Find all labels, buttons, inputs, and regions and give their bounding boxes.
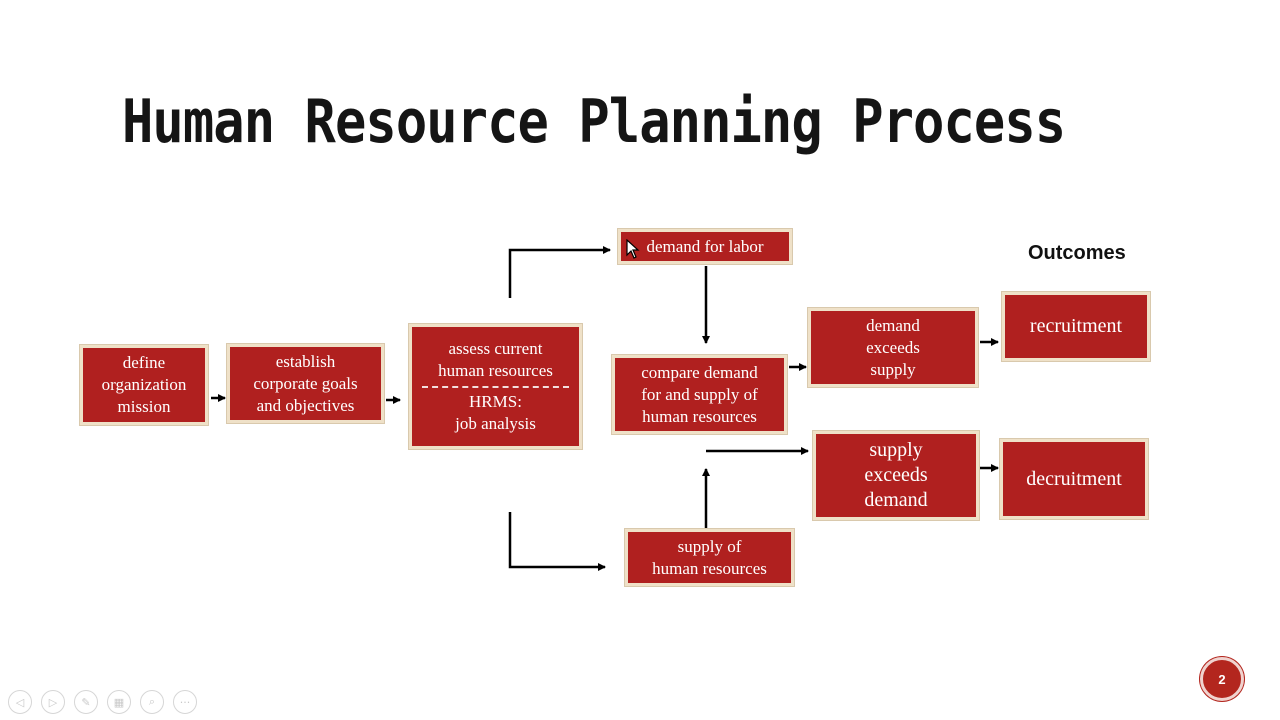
box-line: compare demand [641, 362, 758, 382]
box-line: job analysis [455, 414, 536, 433]
box-line: HRMS: [469, 392, 522, 411]
box-line: assess current [448, 339, 543, 358]
box-line: corporate goals [253, 373, 358, 393]
box-line: supply [869, 439, 923, 461]
outcomes-label: Outcomes [1028, 242, 1126, 264]
box-supply-exceeds-demand: supply exceeds demand [813, 431, 979, 520]
slides-icon[interactable]: ▦ [107, 690, 131, 714]
page-number-badge: 2 [1200, 657, 1244, 701]
box-line: supply [870, 359, 916, 379]
box-recruitment: recruitment [1002, 292, 1150, 361]
arrow-to-demand [508, 246, 611, 298]
mouse-cursor-icon [626, 239, 640, 259]
box-line: and objectives [256, 395, 355, 415]
slide-title: Human Resource Planning Process [122, 88, 1066, 157]
box-compare-demand-supply: compare demand for and supply of human r… [612, 355, 787, 434]
box-line: decruitment [1026, 467, 1122, 490]
box-demand-for-labor: demand for labor [618, 229, 792, 264]
zoom-icon[interactable]: ⌕ [140, 690, 164, 714]
box-line: mission [117, 397, 171, 416]
pen-icon[interactable]: ✎ [74, 690, 98, 714]
box-decruitment: decruitment [1000, 439, 1148, 519]
box-define-mission: define organization mission [80, 345, 208, 425]
box-line: recruitment [1029, 315, 1123, 337]
box-line: human resources [642, 406, 757, 426]
slideshow-toolbar: ◁ ▷ ✎ ▦ ⌕ ··· [8, 690, 197, 714]
box-line: establish [275, 351, 336, 371]
box-line: demand for labor [646, 236, 764, 256]
box-line: human resources [438, 361, 553, 380]
forward-icon[interactable]: ▷ [41, 690, 65, 714]
box-line: human resources [652, 558, 767, 578]
box-line: exceeds [864, 464, 928, 486]
box-establish-goals: establish corporate goals and objectives [227, 344, 384, 423]
arrow-to-supply [508, 512, 606, 571]
box-line: exceeds [866, 337, 920, 357]
box-line: organization [101, 375, 187, 394]
box-line: for and supply of [641, 384, 758, 404]
box-line: define [122, 353, 166, 372]
dashed-divider [422, 386, 569, 388]
box-line: demand [864, 489, 928, 511]
box-supply-of-resources: supply of human resources [625, 529, 794, 586]
box-line: supply of [677, 536, 742, 556]
box-demand-exceeds-supply: demand exceeds supply [808, 308, 978, 387]
back-icon[interactable]: ◁ [8, 690, 32, 714]
more-icon[interactable]: ··· [173, 690, 197, 714]
box-line: demand [866, 315, 920, 335]
box-assess-resources: assess current human resources HRMS: job… [409, 324, 582, 449]
